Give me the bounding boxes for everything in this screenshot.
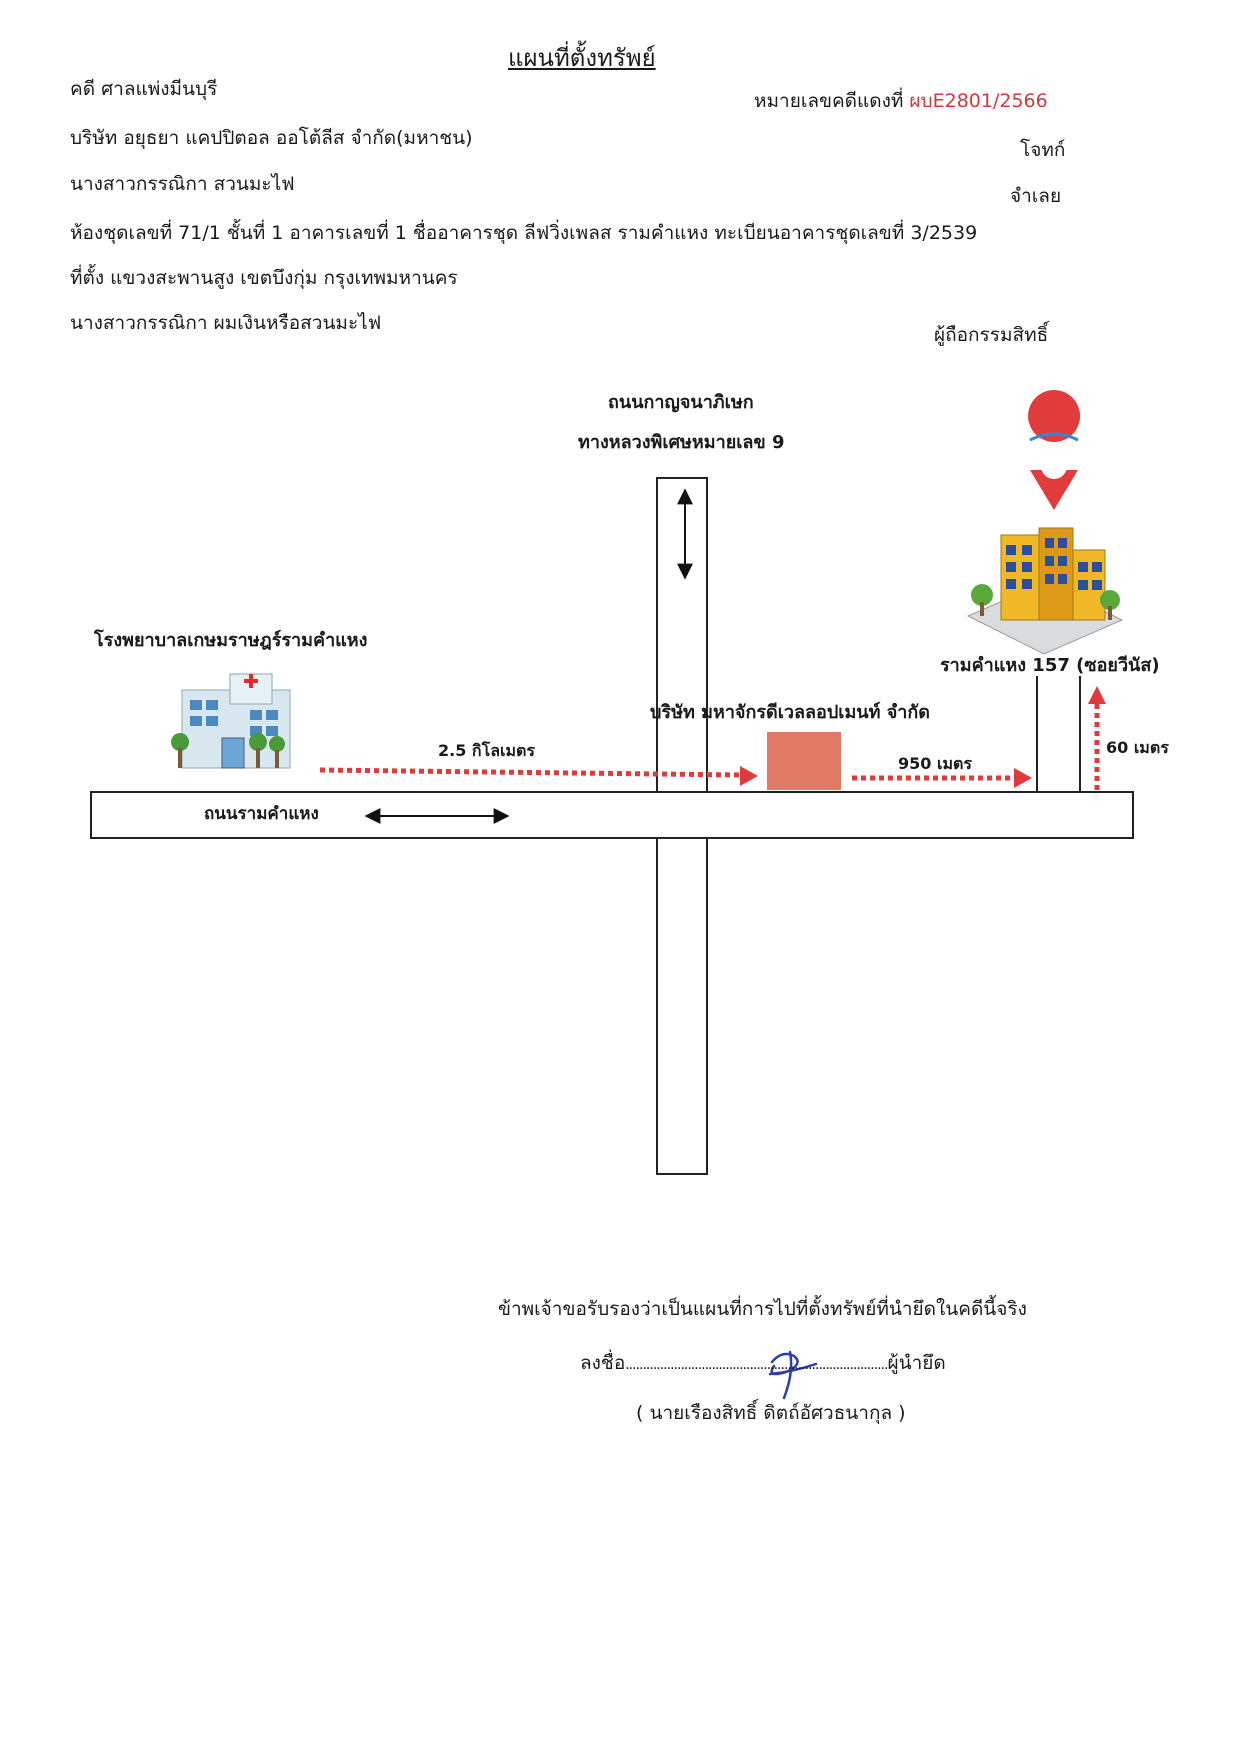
case-label: หมายเลขคดีแดงที่ผบE2801/2566 <box>754 90 1048 113</box>
location-line: ที่ตั้ง แขวงสะพานสูง เขตบึงกุ่ม กรุงเทพม… <box>70 267 458 289</box>
certification-text: ข้าพเจ้าขอรับรองว่าเป็นแผนที่การไปที่ตั้… <box>498 1298 1027 1320</box>
sign-dots: ........................................… <box>625 1357 888 1373</box>
destination-building-icon <box>966 527 1124 655</box>
main-road <box>90 791 1134 839</box>
signer-name: ( นายเรืองสิทธิ์ ดิตถ์อัศวธนากุล ) <box>636 1402 906 1424</box>
plaintiff-name: บริษัท อยุธยา แคปปิตอล ออโต้ลีส จำกัด(มห… <box>70 127 473 149</box>
property-line: ห้องชุดเลขที่ 71/1 ชั้นที่ 1 อาคารเลขที่… <box>70 222 978 244</box>
sign-label: ลงชื่อ <box>580 1352 626 1374</box>
case-number: ผบE2801/2566 <box>909 90 1048 112</box>
distance-label-3: 60 เมตร <box>1106 738 1169 757</box>
route-arrowhead-3 <box>1088 686 1106 704</box>
distance-label-1: 2.5 กิโลเมตร <box>438 741 535 760</box>
vertical-road-upper <box>656 477 708 793</box>
route-arrowhead-2 <box>1014 768 1032 788</box>
destination-label: รามคำแหง 157 (ซอยวีนัส) <box>940 655 1160 676</box>
plaintiff-role: โจทก์ <box>1020 139 1066 161</box>
vertical-road-lower <box>656 837 708 1175</box>
company-block <box>767 732 841 790</box>
route-segment-1 <box>319 767 743 778</box>
owner-name: นางสาวกรรณิกา ผมเงินหรือสวนมะไฟ <box>70 312 382 334</box>
signer-role: ผู้นำยึด <box>887 1352 946 1374</box>
case-number-label: หมายเลขคดีแดงที่ <box>754 90 904 112</box>
vertical-road-name: ถนนกาญจนาภิเษก <box>608 392 754 413</box>
defendant-role: จำเลย <box>1010 185 1062 207</box>
company-label: บริษัท มหาจักรดีเวลลอปเมนท์ จำกัด <box>650 702 930 723</box>
signature-mark <box>768 1350 818 1400</box>
hospital-icon <box>171 673 291 769</box>
page-title: แผนที่ตั้งทรัพย์ <box>508 44 656 72</box>
hospital-label: โรงพยาบาลเกษมราษฎร์รามคำแหง <box>94 630 368 651</box>
route-arrowhead-1 <box>740 766 758 786</box>
court-line: คดี ศาลแพ่งมีนบุรี <box>70 78 218 100</box>
owner-role: ผู้ถือกรรมสิทธิ์ <box>934 324 1049 346</box>
vertical-road-highway: ทางหลวงพิเศษหมายเลข 9 <box>578 432 785 453</box>
main-road-label: ถนนรามคำแหง <box>204 804 319 824</box>
location-pin-icon <box>1028 390 1081 510</box>
signature-line: ลงชื่อ..................................… <box>580 1352 946 1375</box>
defendant-name: นางสาวกรรณิกา สวนมะไฟ <box>70 173 295 195</box>
distance-label-2: 950 เมตร <box>898 754 972 773</box>
